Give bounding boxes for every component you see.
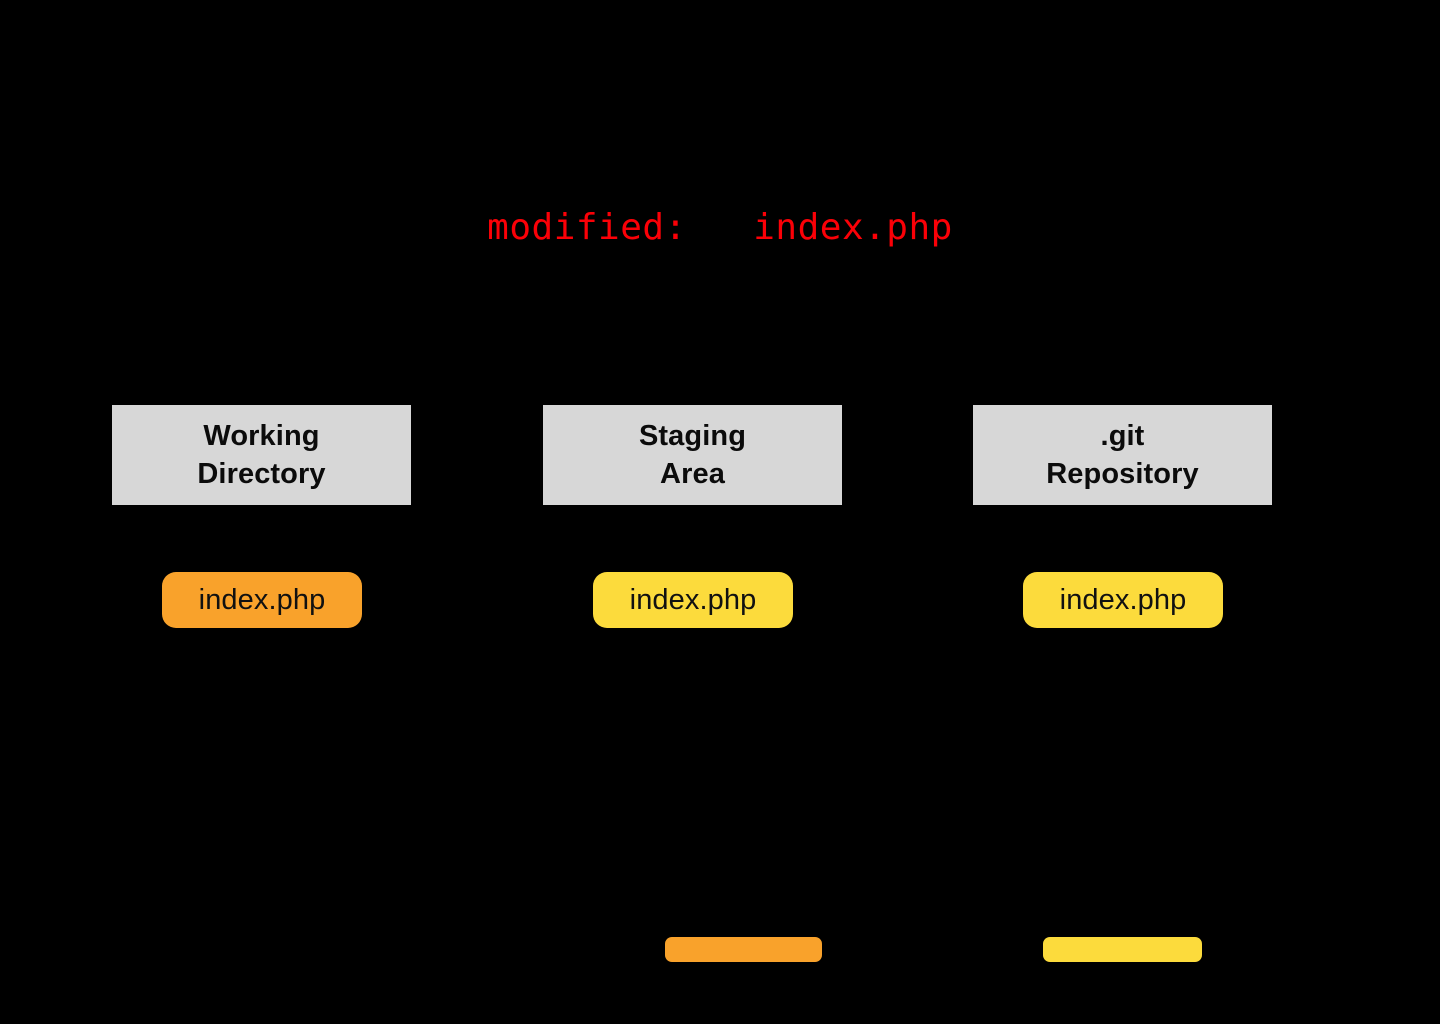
marker-bar-modified <box>665 937 822 962</box>
file-pill-working-directory: index.php <box>162 572 362 628</box>
area-box-git-repository: .git Repository <box>973 405 1272 505</box>
file-pill-git-repository: index.php <box>1023 572 1223 628</box>
file-pill-label-working-directory: index.php <box>198 584 326 616</box>
marker-bar-committed <box>1043 937 1202 962</box>
file-pill-staging-area: index.php <box>593 572 793 628</box>
area-box-working-directory: Working Directory <box>112 405 411 505</box>
area-label-staging-area: Staging Area <box>638 420 747 490</box>
area-label-git-repository: .git Repository <box>1046 420 1199 490</box>
area-box-staging-area: Staging Area <box>543 405 842 505</box>
file-pill-label-staging-area: index.php <box>629 584 757 616</box>
file-pill-label-git-repository: index.php <box>1059 584 1187 616</box>
area-label-working-directory: Working Directory <box>197 420 326 490</box>
git-status-modified-line: modified: index.php <box>487 207 953 248</box>
